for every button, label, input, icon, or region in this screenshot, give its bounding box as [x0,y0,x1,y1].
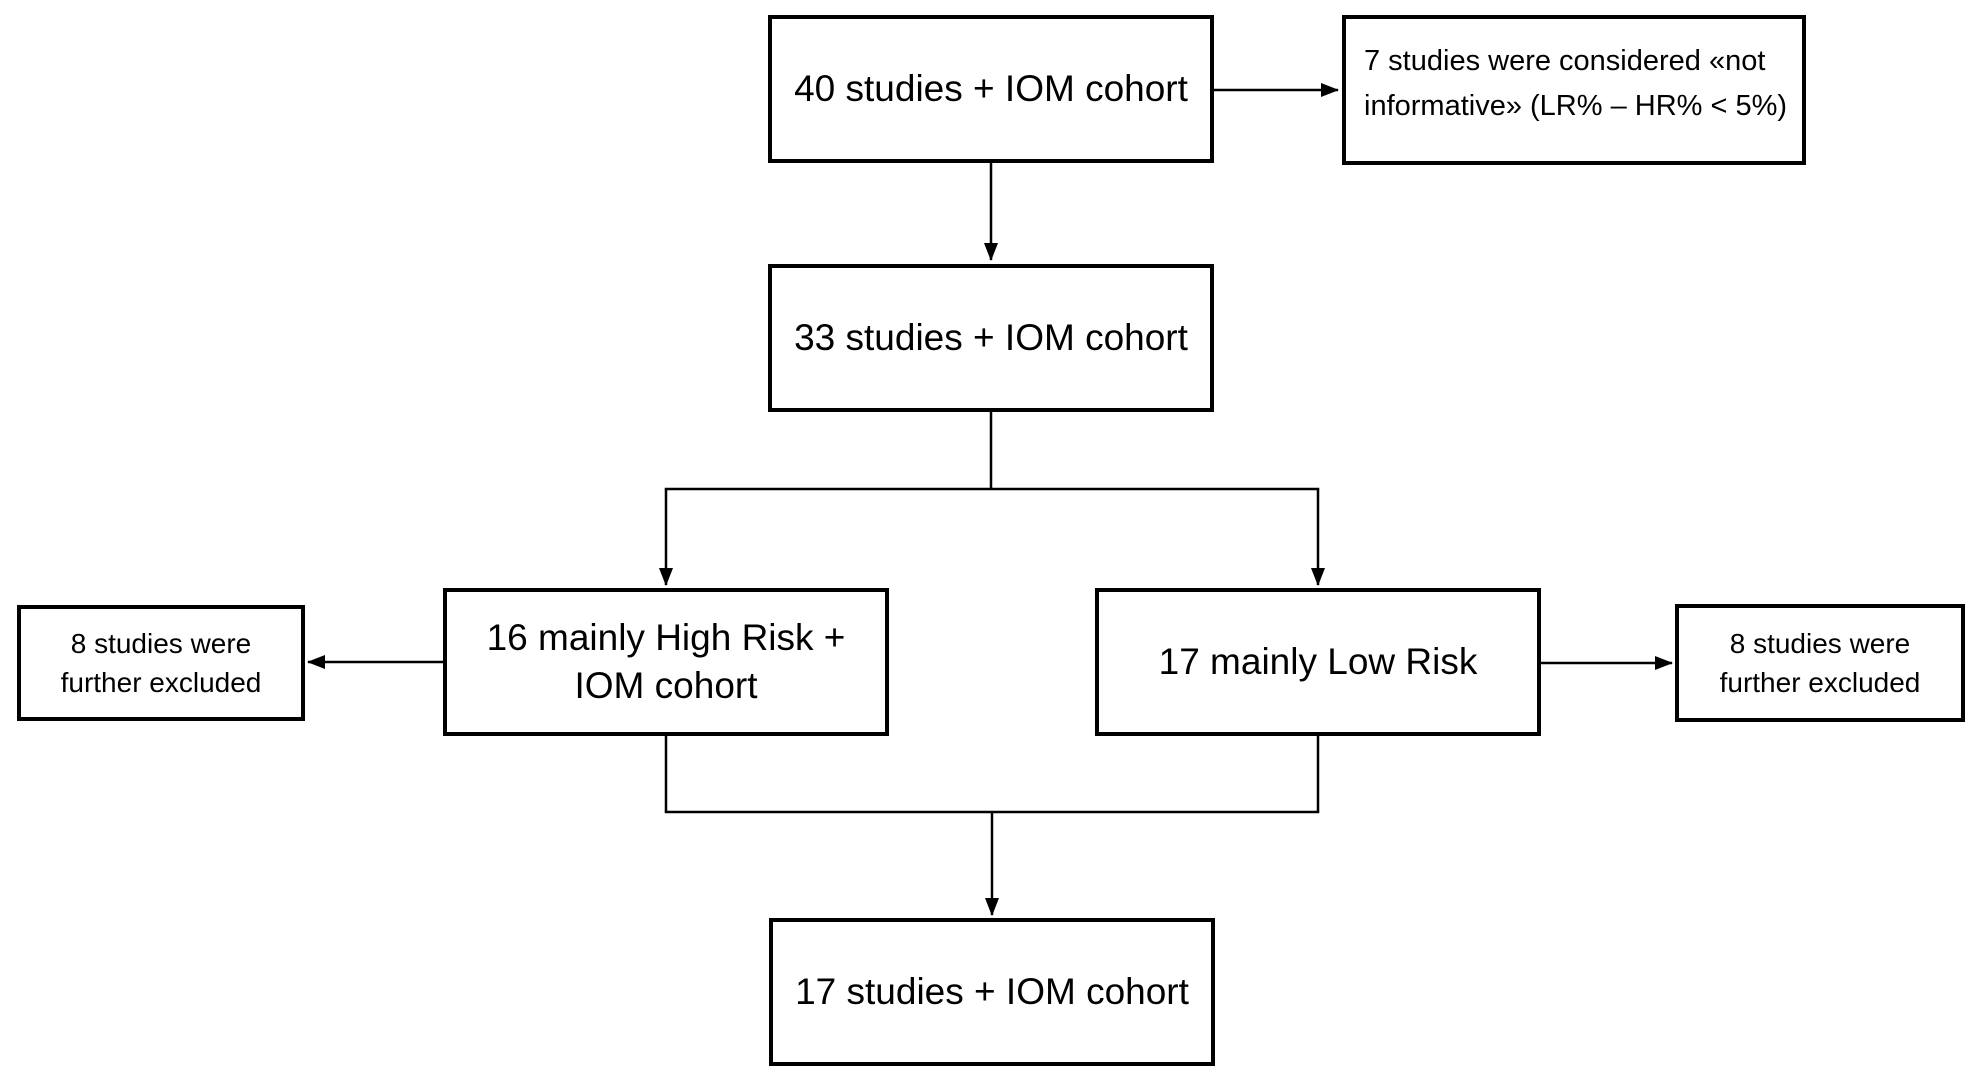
node-excluded-high-label: 8 studies were further excluded [60,627,262,698]
node-17-studies-label: 17 studies + IOM cohort [795,970,1189,1012]
node-excluded-high: 8 studies were further excluded [17,605,305,721]
node-33-studies-label: 33 studies + IOM cohort [794,316,1188,358]
node-33-studies: 33 studies + IOM cohort [768,264,1214,412]
node-low-risk-label: 17 mainly Low Risk [1158,640,1478,682]
node-40-studies-label: 40 studies + IOM cohort [794,67,1188,109]
node-excluded-low-label: 8 studies were further excluded [1719,627,1921,698]
node-40-studies: 40 studies + IOM cohort [768,15,1214,163]
node-not-informative: 7 studies were considered «not informati… [1342,15,1806,165]
node-high-risk: 16 mainly High Risk + IOM cohort [443,588,889,736]
node-high-risk-label: 16 mainly High Risk + IOM cohort [486,616,846,706]
node-excluded-low: 8 studies were further excluded [1675,604,1965,722]
node-17-studies: 17 studies + IOM cohort [769,918,1215,1066]
node-not-informative-label: 7 studies were considered «not informati… [1364,45,1788,122]
node-low-risk: 17 mainly Low Risk [1095,588,1541,736]
